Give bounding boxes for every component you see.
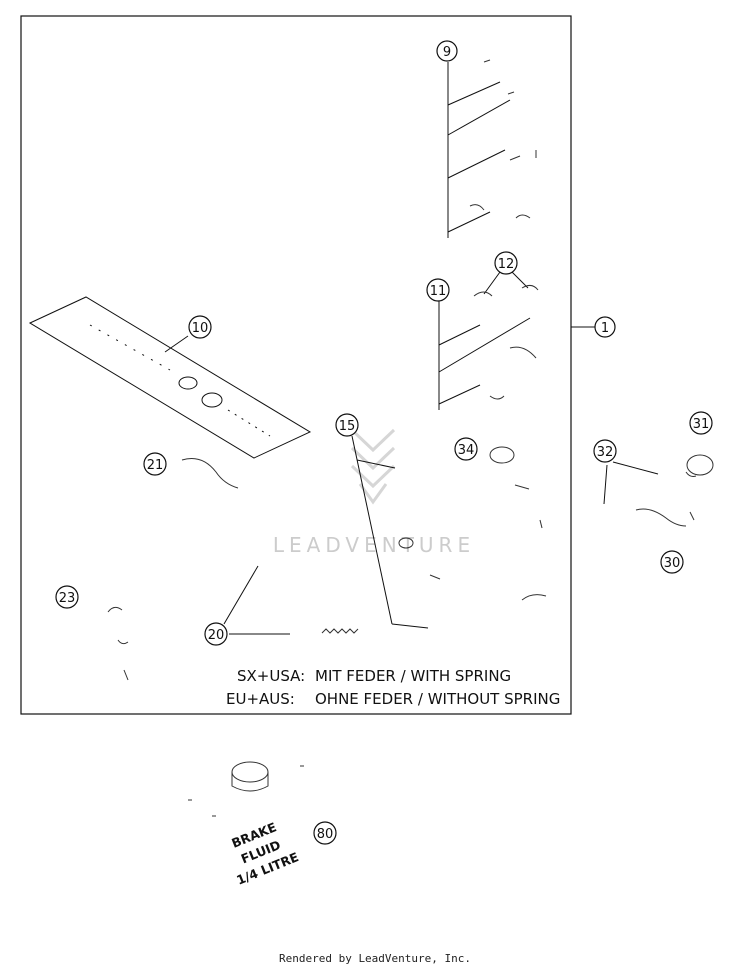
- callout-15-label: 15: [339, 419, 356, 434]
- note-2-variant: EU+AUS:: [226, 690, 295, 708]
- callout-12: 12: [494, 251, 518, 275]
- callout-10: 10: [188, 315, 212, 339]
- leader-lines: [164, 62, 659, 635]
- callout-11: 11: [426, 278, 450, 302]
- footer-credit: Rendered by LeadVenture, Inc.: [278, 952, 472, 965]
- watermark-logo-icon: [350, 428, 396, 505]
- callout-1: 1: [594, 316, 616, 338]
- callout-21-label: 21: [147, 458, 164, 473]
- callout-32: 32: [593, 439, 617, 463]
- callout-20-label: 20: [208, 628, 225, 643]
- variant-notes: SX+USA: MIT FEDER / WITH SPRING EU+AUS: …: [226, 667, 560, 708]
- watermark: LEADVENTURE: [273, 428, 475, 557]
- callout-12-label: 12: [498, 257, 515, 272]
- callout-9-label: 9: [443, 45, 451, 60]
- callout-80-label: 80: [317, 827, 334, 842]
- note-2-text: OHNE FEDER / WITHOUT SPRING: [315, 690, 560, 708]
- callout-31-label: 31: [693, 417, 710, 432]
- brake-pad-sheet: [28, 296, 312, 459]
- callout-10-label: 10: [192, 321, 209, 336]
- kit-frame: [20, 15, 572, 715]
- callout-34: 34: [454, 437, 478, 461]
- callout-1-label: 1: [601, 321, 609, 336]
- callout-30: 30: [660, 550, 684, 574]
- callout-11-label: 11: [430, 284, 447, 299]
- callout-21: 21: [143, 452, 167, 476]
- callouts: 1 9 10 11 12 15 20 21: [55, 40, 713, 845]
- callout-34-label: 34: [458, 443, 475, 458]
- callout-9: 9: [436, 40, 458, 62]
- parts-sketches: [107, 59, 714, 817]
- callout-31: 31: [689, 411, 713, 435]
- note-1-variant: SX+USA:: [237, 667, 305, 685]
- callout-80: 80: [313, 821, 337, 845]
- callout-20: 20: [204, 622, 228, 646]
- note-1-text: MIT FEDER / WITH SPRING: [315, 667, 511, 685]
- callout-30-label: 30: [664, 556, 681, 571]
- callout-23: 23: [55, 585, 79, 609]
- callout-15: 15: [335, 413, 359, 437]
- brake-fluid-label: BRAKE FLUID 1/4 LITRE: [229, 819, 300, 887]
- watermark-text: LEADVENTURE: [273, 533, 475, 557]
- callout-23-label: 23: [59, 591, 76, 606]
- callout-32-label: 32: [597, 445, 614, 460]
